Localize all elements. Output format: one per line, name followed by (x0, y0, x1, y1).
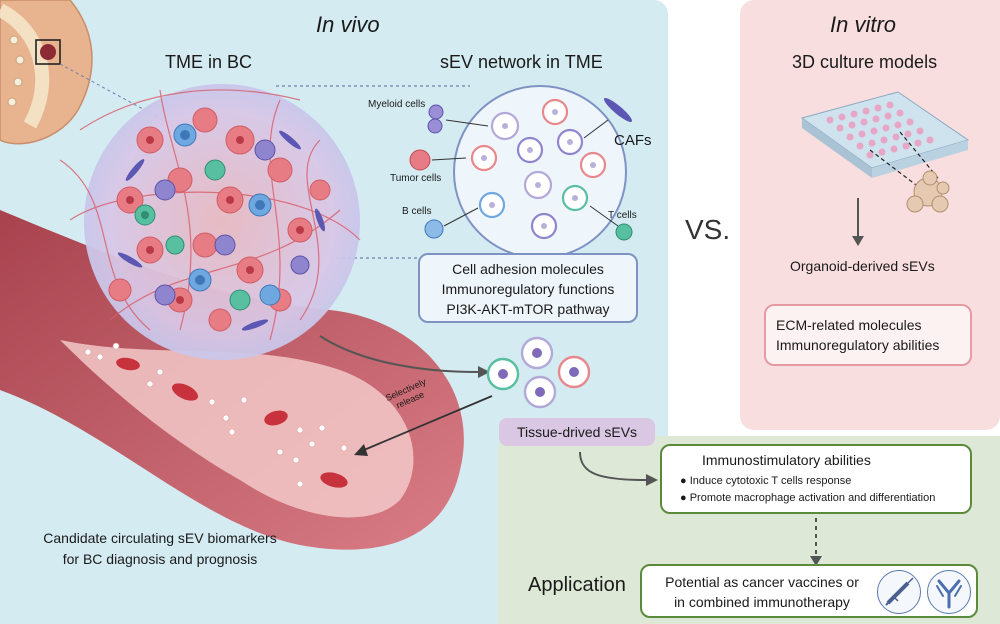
potential-box: Potential as cancer vaccines or in combi… (640, 564, 978, 618)
cafs-label: CAFs (614, 132, 652, 149)
organoid-sevs-label: Organoid-derived sEVs (790, 258, 935, 274)
invitro-item: ECM-related molecules (776, 317, 922, 333)
in-vivo-title: In vivo (316, 12, 380, 37)
sev-network-illustration (409, 85, 633, 259)
t-cells-label: T cells (608, 210, 637, 221)
culture-plate-icon (800, 91, 970, 213)
sev-network-label: sEV network in TME (440, 52, 603, 72)
myeloid-cells-label: Myeloid cells (368, 99, 426, 110)
application-label: Application (528, 574, 626, 596)
tissue-sevs-label: Tissue-drived sEVs (499, 418, 655, 446)
bullet-item: ● Induce cytotoxic T cells response (680, 475, 852, 487)
tme-label: TME in BC (165, 52, 253, 72)
tme-illustration (59, 84, 361, 360)
breast-icon (0, 0, 93, 145)
culture-models-label: 3D culture models (792, 52, 938, 72)
syringe-icon (877, 570, 921, 614)
immuno-bullets: ● Induce cytotoxic T cells response ● Pr… (680, 473, 970, 507)
invitro-item: Immunoregulatory abilities (776, 337, 940, 353)
antibody-icon (927, 570, 971, 614)
network-item: Immunoregulatory functions (441, 281, 615, 297)
immunostimulatory-box: Immunostimulatory abilities ● Induce cyt… (660, 444, 972, 514)
network-item: Cell adhesion molecules (452, 261, 604, 277)
bullet-item: ● Promote macrophage activation and diff… (680, 492, 936, 504)
immuno-title: Immunostimulatory abilities (702, 452, 871, 468)
b-cells-label: B cells (402, 206, 432, 217)
vs-label: VS. (685, 214, 731, 245)
invitro-box: ECM-related molecules Immunoregulatory a… (764, 304, 972, 366)
candidate-biomarkers-text: Candidate circulating sEV biomarkers for… (43, 530, 277, 567)
tissue-sev-cluster (486, 336, 591, 409)
network-item: PI3K-AKT-mTOR pathway (446, 301, 610, 317)
potential-text: Potential as cancer vaccines or in combi… (665, 574, 859, 610)
tumor-cells-label: Tumor cells (390, 173, 442, 184)
network-box: Cell adhesion molecules Immunoregulatory… (418, 253, 638, 323)
in-vitro-title: In vitro (830, 12, 897, 37)
